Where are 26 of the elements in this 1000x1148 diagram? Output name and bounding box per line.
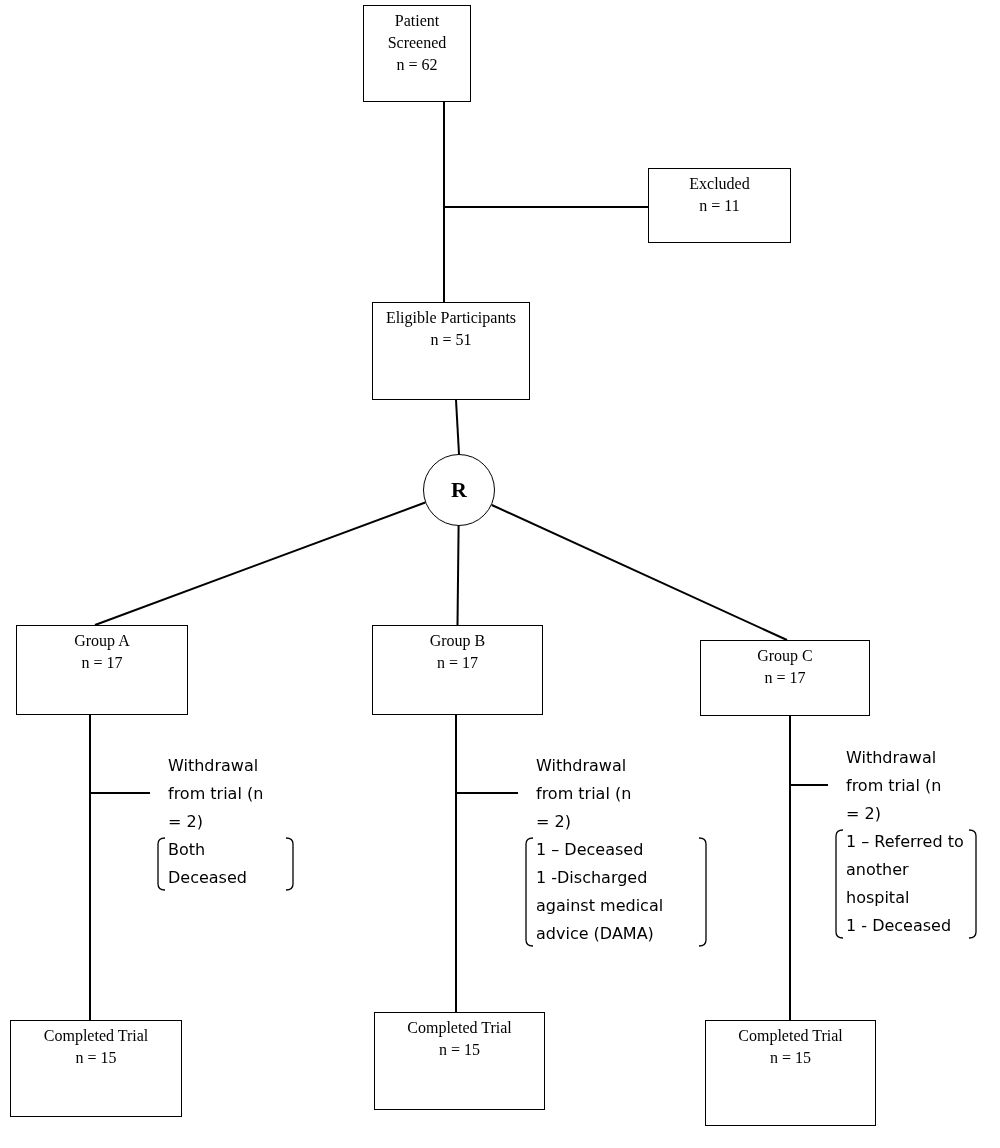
process-box: Group B n = 17: [372, 625, 543, 715]
process-box: Excluded n = 11: [648, 168, 791, 243]
note-text: 1 -Discharged against medical advice (DAMA): [536, 867, 665, 945]
connector-line: [94, 501, 427, 626]
connector-line: [789, 715, 829, 786]
connector-line: [456, 525, 460, 626]
process-box: Patient Screened n = 62: [363, 5, 471, 102]
process-box: Group C n = 17: [700, 640, 870, 716]
process-box: Group A n = 17: [16, 625, 188, 715]
note-text: Withdrawal from trial (n = 2): [846, 747, 943, 825]
note-text: 1 – Deceased: [536, 839, 645, 861]
note-text: Withdrawal from trial (n = 2): [168, 755, 265, 833]
note-text: 1 - Deceased: [846, 915, 953, 937]
randomization-circle: R: [423, 454, 495, 526]
note-text: Both Deceased: [168, 839, 248, 889]
process-box: Eligible Participants n = 51: [372, 302, 530, 400]
note-text: Withdrawal from trial (n = 2): [536, 755, 633, 833]
connector-line: [490, 503, 788, 641]
connector-line: [455, 399, 460, 455]
connector-line: [443, 101, 649, 208]
connector-line: [455, 714, 519, 794]
connector-line: [89, 714, 151, 794]
note-text: 1 – Referred to another hospital: [846, 831, 964, 909]
process-box: Completed Trial n = 15: [374, 1012, 545, 1110]
process-box: Completed Trial n = 15: [705, 1020, 876, 1126]
process-box: Completed Trial n = 15: [10, 1020, 182, 1117]
